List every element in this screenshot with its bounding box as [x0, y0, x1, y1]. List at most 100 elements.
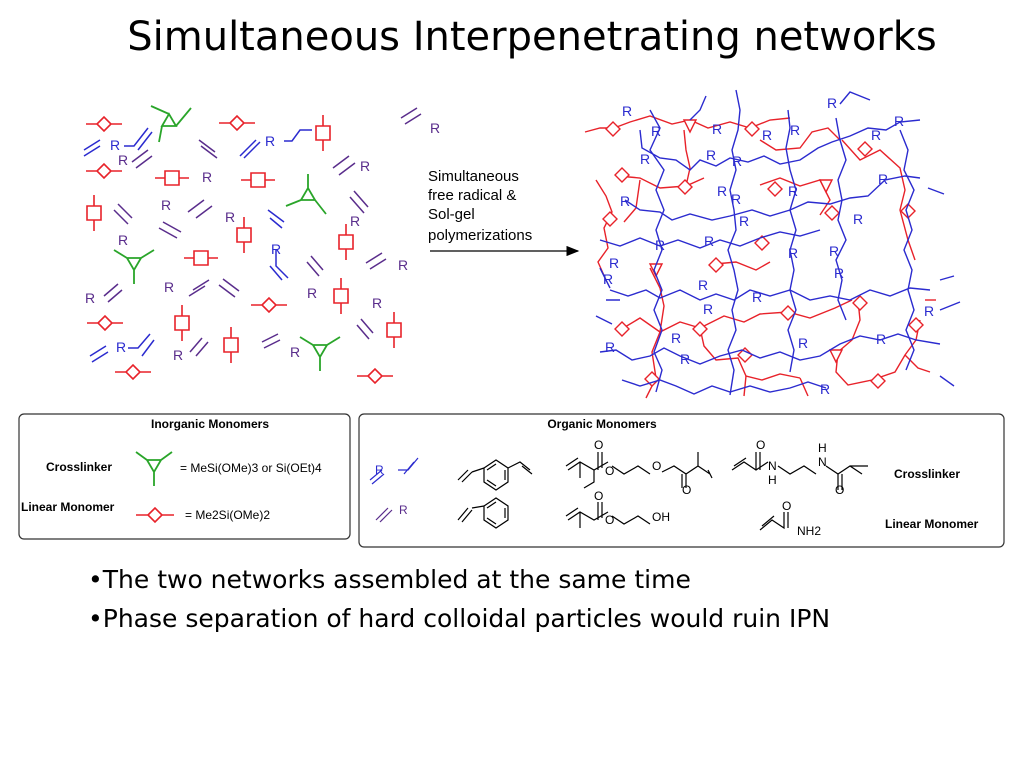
inorganic-network: [584, 115, 936, 399]
svg-text:Inorganic Monomers: Inorganic Monomers: [151, 417, 269, 431]
svg-text:R: R: [375, 463, 384, 477]
ipn-network: R R R R R R R R R R R R R R R R R R R R …: [584, 89, 961, 399]
svg-text:R: R: [876, 331, 886, 347]
svg-text:O: O: [594, 438, 603, 452]
svg-text:Linear Monomer: Linear Monomer: [885, 517, 979, 531]
svg-text:R: R: [651, 123, 661, 139]
organic-atom-labels: R R O O O O O O OH O N H H N O O NH2: [375, 438, 844, 538]
crosslinker-glyph-icon: [135, 451, 173, 486]
svg-text:R: R: [671, 330, 681, 346]
bullet-list: •The two networks assembled at the same …: [88, 560, 848, 638]
svg-text:Sol-gel: Sol-gel: [428, 206, 475, 223]
organic-crosslinkers: [83, 127, 312, 363]
svg-text:R: R: [110, 137, 120, 153]
svg-text:OH: OH: [652, 510, 670, 524]
reaction-arrow: Simultaneous free radical & Sol-gel poly…: [428, 168, 580, 257]
svg-text:R: R: [853, 211, 863, 227]
svg-text:R: R: [712, 121, 722, 137]
svg-text:R: R: [655, 237, 665, 253]
svg-text:R: R: [680, 351, 690, 367]
svg-text:R: R: [85, 290, 95, 306]
svg-text:R: R: [116, 339, 126, 355]
svg-text:R: R: [706, 147, 716, 163]
svg-text:N: N: [768, 459, 777, 473]
svg-text:R: R: [704, 233, 714, 249]
svg-text:R: R: [790, 122, 800, 138]
svg-text:R: R: [603, 271, 613, 287]
svg-text:R: R: [118, 152, 128, 168]
svg-text:R: R: [430, 120, 440, 136]
svg-text:R: R: [164, 279, 174, 295]
svg-text:H: H: [818, 441, 827, 455]
svg-text:R: R: [609, 255, 619, 271]
svg-text:R: R: [118, 232, 128, 248]
svg-text:R: R: [703, 301, 713, 317]
svg-text:R: R: [622, 103, 632, 119]
svg-text:= Me2Si(OMe)2: = Me2Si(OMe)2: [185, 508, 270, 522]
svg-text:O: O: [682, 483, 691, 497]
svg-text:R: R: [173, 347, 183, 363]
svg-text:Crosslinker: Crosslinker: [894, 467, 960, 481]
svg-text:R: R: [360, 158, 370, 174]
svg-text:R: R: [307, 285, 317, 301]
svg-text:R: R: [762, 127, 772, 143]
svg-text:R: R: [372, 295, 382, 311]
svg-text:R: R: [834, 265, 844, 281]
svg-text:R: R: [827, 95, 837, 111]
organic-network: [595, 89, 961, 396]
svg-text:R: R: [698, 277, 708, 293]
svg-text:R: R: [829, 243, 839, 259]
svg-text:R: R: [752, 289, 762, 305]
network-r-labels: R R R R R R R R R R R R R R R R R R R R …: [603, 95, 934, 397]
svg-text:R: R: [350, 213, 360, 229]
svg-text:R: R: [732, 153, 742, 169]
svg-text:Simultaneous: Simultaneous: [428, 168, 519, 185]
svg-text:O: O: [835, 483, 844, 497]
svg-text:R: R: [739, 213, 749, 229]
svg-text:R: R: [605, 339, 615, 355]
inorganic-crosslinkers: [113, 105, 341, 371]
svg-text:R: R: [225, 209, 235, 225]
svg-text:Organic Monomers: Organic Monomers: [547, 417, 657, 431]
svg-text:H: H: [768, 473, 777, 487]
organic-structures: [369, 452, 868, 531]
network-nodes-inorganic: [602, 119, 924, 389]
linear-monomer-glyph-icon: [136, 506, 174, 524]
svg-text:R: R: [265, 133, 275, 149]
svg-text:O: O: [605, 464, 614, 478]
svg-text:R: R: [788, 245, 798, 261]
svg-text:O: O: [782, 499, 791, 513]
svg-text:O: O: [594, 489, 603, 503]
svg-text:R: R: [717, 183, 727, 199]
svg-text:R: R: [620, 193, 630, 209]
bullet-item: •Phase separation of hard colloidal part…: [88, 604, 831, 633]
svg-text:N: N: [818, 455, 827, 469]
svg-text:R: R: [871, 127, 881, 143]
inorganic-linear-monomers: [86, 114, 402, 385]
svg-text:Linear Monomer: Linear Monomer: [21, 500, 115, 514]
svg-text:polymerizations: polymerizations: [428, 227, 532, 244]
bullet-item: •The two networks assembled at the same …: [88, 565, 691, 594]
svg-text:NH2: NH2: [797, 524, 821, 538]
svg-text:R: R: [161, 197, 171, 213]
svg-text:R: R: [878, 171, 888, 187]
svg-text:Crosslinker: Crosslinker: [46, 460, 112, 474]
svg-text:R: R: [290, 344, 300, 360]
svg-text:R: R: [924, 303, 934, 319]
svg-text:R: R: [731, 191, 741, 207]
monomer-mixture: R R R R R R R R: [83, 105, 440, 385]
svg-text:R: R: [798, 335, 808, 351]
svg-text:O: O: [756, 438, 765, 452]
svg-text:O: O: [605, 513, 614, 527]
svg-text:R: R: [640, 151, 650, 167]
svg-text:R: R: [399, 503, 408, 517]
svg-text:R: R: [398, 257, 408, 273]
svg-text:R: R: [820, 381, 830, 397]
svg-text:R: R: [788, 183, 798, 199]
svg-text:= MeSi(OMe)3 or Si(OEt)4: = MeSi(OMe)3 or Si(OEt)4: [180, 461, 322, 475]
organic-monomers-panel: Organic Monomers Crosslinker Linear Mono…: [358, 413, 1005, 548]
svg-text:O: O: [652, 459, 661, 473]
svg-text:R: R: [271, 241, 281, 257]
ipn-diagram: R R R R R R R R: [18, 89, 1005, 548]
svg-text:R: R: [202, 169, 212, 185]
